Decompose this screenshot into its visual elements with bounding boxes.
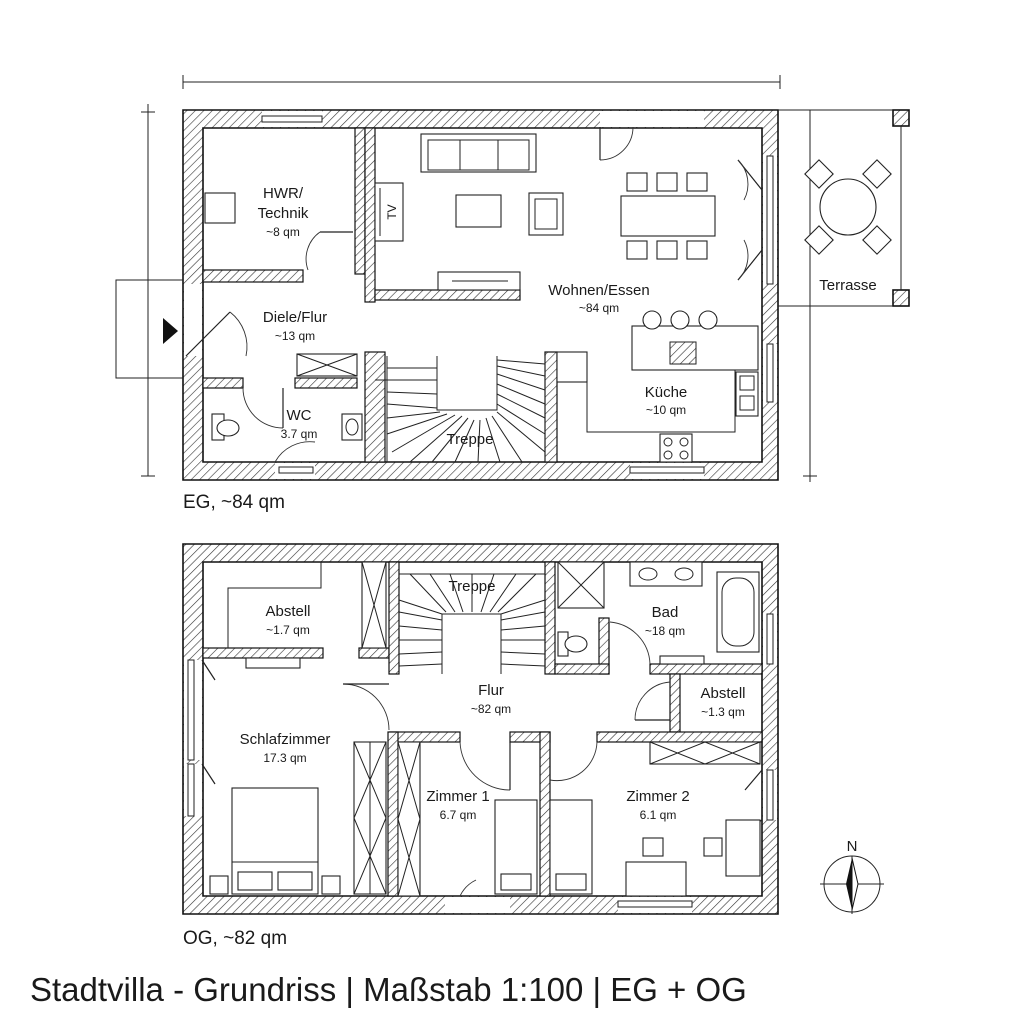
room-name-flur: Flur: [478, 682, 504, 699]
room-name-hwr: HWR/: [263, 185, 304, 202]
terrace: [778, 109, 910, 307]
og-abstell-storage: [227, 561, 387, 669]
wardrobe: [649, 741, 761, 765]
bedroom-furniture: [209, 741, 387, 895]
room-area-abstell-1: ~1.7 qm: [266, 623, 310, 637]
desk: [725, 819, 761, 877]
room-name-zimmer-2: Zimmer 2: [626, 788, 689, 805]
eg-floor-label: EG, ~84 qm: [183, 492, 285, 513]
room-area-diele: ~13 qm: [275, 329, 315, 343]
wardrobe: [397, 741, 421, 897]
zimmer1-furniture: [397, 741, 538, 897]
vanity: [629, 561, 703, 587]
room-name-wc: WC: [287, 407, 312, 424]
eg-windows: [261, 115, 774, 474]
room-name-hwr-2: Technik: [258, 205, 309, 222]
sink-icon: [735, 371, 759, 417]
room-area-wc: 3.7 qm: [281, 427, 318, 441]
shower-icon: [557, 561, 605, 609]
hwr-cabinet: [204, 192, 236, 224]
eg-staircase: [375, 356, 546, 463]
entrance-arrow-icon: [163, 318, 178, 344]
zimmer2-furniture: [549, 741, 761, 897]
room-area-zimmer-2: 6.1 qm: [640, 808, 677, 822]
room-name-diele: Diele/Flur: [263, 309, 327, 326]
compass-north-label: N: [847, 838, 858, 855]
og-floor-label: OG, ~82 qm: [183, 928, 287, 949]
room-area-hwr: ~8 qm: [266, 225, 300, 239]
room-name-abstell-2: Abstell: [700, 685, 745, 702]
room-name-zimmer-1: Zimmer 1: [426, 788, 489, 805]
upper-floor-plan: Abstell ~1.7 qm Treppe Bad ~18 qm Flur ~…: [182, 543, 779, 949]
og-staircase: [398, 573, 546, 674]
compass-rose-icon: N: [820, 838, 884, 914]
kitchen-furniture: [556, 310, 759, 463]
toilet-icon: [211, 413, 240, 441]
room-name-wohnen: Wohnen/Essen: [548, 282, 649, 299]
og-room-labels: Abstell ~1.7 qm Treppe Bad ~18 qm Flur ~…: [240, 578, 746, 822]
sink-icon: [341, 413, 363, 441]
bed-icon: [231, 787, 319, 895]
tv-label: TV: [385, 204, 399, 219]
room-name-abstell-1: Abstell: [265, 603, 310, 620]
room-name-schlafzimmer: Schlafzimmer: [240, 731, 331, 748]
room-name-treppe-og: Treppe: [449, 578, 496, 595]
bathtub-icon: [716, 571, 760, 653]
og-doors: [201, 621, 763, 897]
og-windows: [187, 613, 774, 908]
room-area-wohnen: ~84 qm: [579, 301, 619, 315]
room-area-kueche: ~10 qm: [646, 403, 686, 417]
room-name-treppe-eg: Treppe: [447, 431, 494, 448]
room-area-bad: ~18 qm: [645, 624, 685, 638]
room-area-abstell-2: ~1.3 qm: [701, 705, 745, 719]
eg-room-labels: HWR/ Technik ~8 qm Wohnen/Essen ~84 qm D…: [258, 185, 877, 448]
coffee-table: [455, 194, 502, 228]
dining-table: [620, 195, 716, 237]
toilet-icon: [557, 631, 588, 657]
room-area-flur: ~82 qm: [471, 702, 511, 716]
room-name-terrasse: Terrasse: [819, 277, 877, 294]
room-name-bad: Bad: [652, 604, 679, 621]
ground-floor-plan: TV: [115, 75, 910, 513]
entrance-porch: [115, 279, 183, 379]
room-name-kueche: Küche: [645, 384, 688, 401]
room-area-zimmer-1: 6.7 qm: [440, 808, 477, 822]
bathroom-fixtures: [557, 561, 760, 665]
bed-icon: [549, 799, 593, 895]
terrace-table: [819, 178, 877, 236]
eg-inner-walls: [202, 127, 558, 463]
bed-icon: [494, 799, 538, 895]
plan-caption: Stadtvilla - Grundriss | Maßstab 1:100 |…: [30, 971, 747, 1008]
eg-doors: [185, 126, 763, 463]
room-area-schlafzimmer: 17.3 qm: [263, 751, 306, 765]
desk: [625, 861, 687, 897]
living-furniture: TV: [374, 133, 716, 291]
kitchen-counter-block: [556, 351, 588, 383]
wc-fixtures: [211, 353, 363, 441]
